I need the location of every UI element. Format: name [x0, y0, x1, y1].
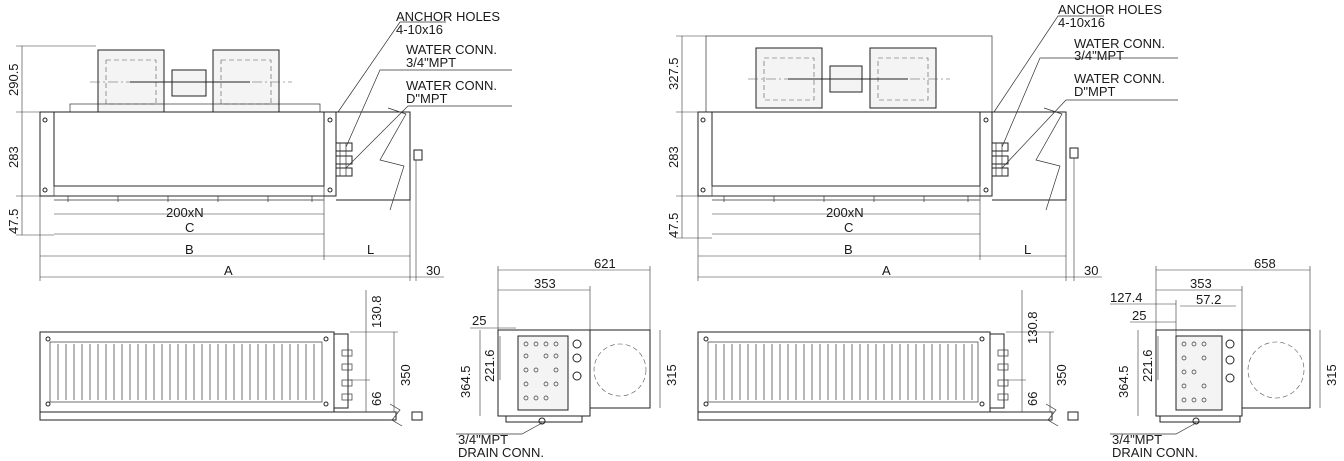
u1-dim-end-width: 621 — [594, 256, 616, 271]
u2-dim-b: B — [844, 242, 853, 257]
u1-water-conn-1: WATER CONN. — [406, 42, 497, 57]
u2-dim-end-25: 25 — [1132, 308, 1146, 323]
u1-drain-size: 3/4"MPT — [458, 432, 508, 447]
u1-drain-label: DRAIN CONN. — [458, 445, 544, 460]
u2-anchor-label-1: ANCHOR HOLES — [1058, 2, 1162, 17]
u2-water-conn-1: WATER CONN. — [1074, 36, 1165, 51]
u1-dim-top-height: 290.5 — [6, 63, 21, 96]
u2-dim-end-127: 127.4 — [1110, 290, 1143, 305]
unit-2-end-view — [1110, 266, 1321, 435]
u1-dim-end-364: 364.5 — [458, 365, 473, 398]
u2-dim-a: A — [882, 263, 891, 278]
water-connection-fittings — [335, 142, 353, 177]
u2-anchor-label-2: 4-10x16 — [1058, 15, 1105, 30]
u1-dim-30: 30 — [426, 263, 440, 278]
u2-dim-side-height: 350 — [1054, 364, 1069, 386]
u1-water-conn-2-size: D"MPT — [406, 91, 448, 106]
u2-dim-end-353: 353 — [1190, 276, 1212, 291]
unit-2-front-view — [697, 35, 1079, 211]
u1-dim-pitch: 200xN — [166, 205, 204, 220]
water-connection-fittings — [991, 142, 1009, 177]
u2-dim-end-221: 221.6 — [1140, 349, 1155, 382]
fan-circle — [1247, 341, 1305, 399]
u2-dim-pitch: 200xN — [826, 205, 864, 220]
u1-anchor-label-2: 4-10x16 — [396, 22, 443, 37]
u2-dim-top-height: 327.5 — [666, 57, 681, 90]
u2-dim-c: C — [844, 220, 853, 235]
unit-2-dimensions — [676, 15, 1178, 281]
fan-housing-right — [212, 49, 280, 113]
main-body — [39, 111, 337, 197]
coil-fins — [57, 344, 315, 400]
u1-anchor-label-1: ANCHOR HOLES — [396, 9, 500, 24]
main-body — [697, 111, 993, 197]
unit-1-side-view — [39, 290, 423, 427]
unit-2-side-view — [697, 290, 1079, 427]
u1-water-conn-2: WATER CONN. — [406, 78, 497, 93]
fan-housing-left — [97, 49, 165, 113]
fan-housing-left — [755, 47, 823, 109]
u2-dim-l: L — [1024, 242, 1031, 257]
unit-1-front-view — [39, 49, 423, 211]
unit-1-end-view — [456, 266, 661, 435]
u2-water-conn-2-size: D"MPT — [1074, 84, 1116, 99]
u1-dim-end-353: 353 — [534, 276, 556, 291]
u2-drain-size: 3/4"MPT — [1112, 432, 1162, 447]
u2-dim-end-width: 658 — [1254, 256, 1276, 271]
u2-water-conn-1-size: 3/4"MPT — [1074, 48, 1124, 63]
u2-dim-base-height: 47.5 — [666, 213, 681, 238]
u2-dim-body-height: 283 — [666, 146, 681, 168]
u1-dim-c: C — [185, 220, 194, 235]
u1-dim-b: B — [185, 242, 194, 257]
u2-dim-side-low: 66 — [1025, 392, 1040, 406]
u1-water-conn-1-size: 3/4"MPT — [406, 55, 456, 70]
u1-dim-end-315: 315 — [664, 364, 679, 386]
u1-dim-base-height: 47.5 — [6, 209, 21, 234]
u2-dim-end-315: 315 — [1324, 364, 1339, 386]
u1-dim-body-height: 283 — [6, 146, 21, 168]
u1-dim-side-top: 130.8 — [369, 295, 384, 328]
u1-dim-side-low: 66 — [369, 392, 384, 406]
coil-fins — [715, 344, 973, 400]
u1-dim-side-height: 350 — [398, 364, 413, 386]
u2-drain-label: DRAIN CONN. — [1112, 445, 1198, 460]
u1-dim-end-221: 221.6 — [482, 349, 497, 382]
u2-dim-end-57: 57.2 — [1196, 292, 1221, 307]
u1-dim-a: A — [224, 263, 233, 278]
u2-dim-30: 30 — [1084, 263, 1098, 278]
fan-circle — [593, 343, 647, 397]
fan-housing-right — [869, 47, 937, 109]
motor — [171, 69, 207, 97]
u2-dim-end-364: 364.5 — [1116, 365, 1131, 398]
u2-water-conn-2: WATER CONN. — [1074, 71, 1165, 86]
u1-dim-l: L — [367, 242, 374, 257]
u2-dim-side-top: 130.8 — [1025, 311, 1040, 344]
u1-dim-end-25: 25 — [472, 313, 486, 328]
unit-1-dimensions — [16, 21, 512, 281]
